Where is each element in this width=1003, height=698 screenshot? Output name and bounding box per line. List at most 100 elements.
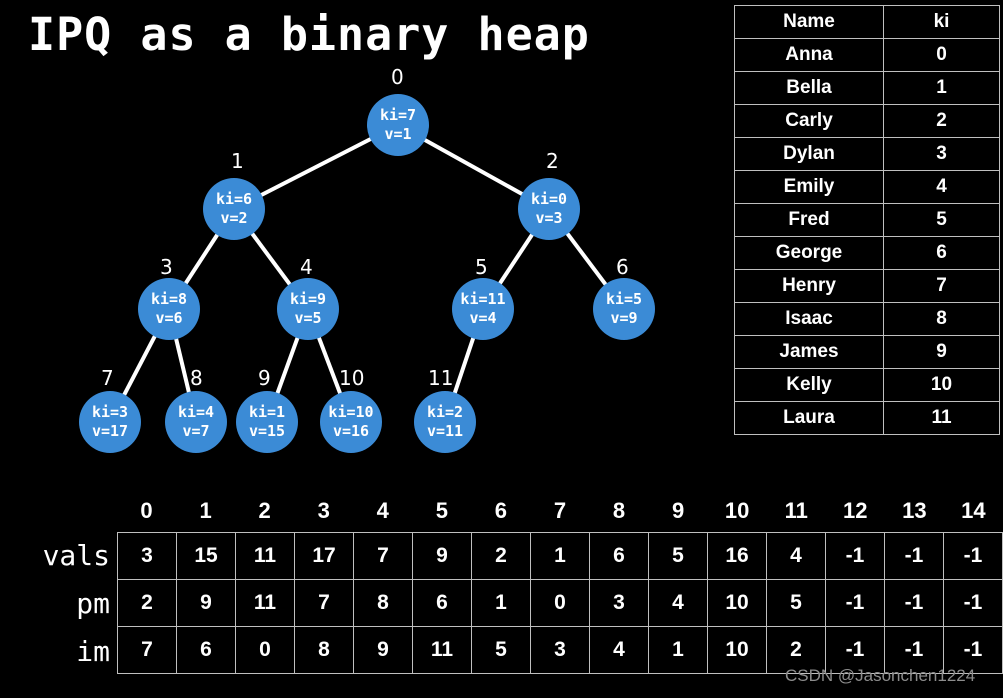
node-index-label: 6 — [616, 255, 629, 279]
tree-edges — [121, 135, 609, 399]
node-value-label: v=16 — [332, 422, 370, 440]
tree-edge — [421, 136, 526, 198]
tree-edge — [173, 335, 192, 396]
array-cell: -1 — [884, 532, 944, 580]
name-cell: Anna — [734, 38, 884, 72]
node-ki-label: ki=4 — [177, 403, 215, 422]
array-cell: -1 — [943, 579, 1003, 627]
ki-cell: 9 — [883, 335, 1000, 369]
array-cell: 5 — [648, 532, 708, 580]
node-ki-label: ki=10 — [328, 403, 374, 422]
array-cell: 16 — [707, 532, 767, 580]
node-ki-label: ki=1 — [248, 403, 286, 422]
name-cell: George — [734, 236, 884, 270]
tree-edge — [316, 334, 343, 397]
array-cell: 1 — [471, 579, 531, 627]
array-cell: -1 — [884, 626, 944, 674]
name-cell: Carly — [734, 104, 884, 138]
node-index-label: 5 — [475, 255, 488, 279]
array-cell: 2 — [117, 579, 177, 627]
array-cell: 7 — [294, 579, 354, 627]
name-cell: Fred — [734, 203, 884, 237]
array-cell: 3 — [530, 626, 590, 674]
tree-edge — [274, 334, 301, 397]
ki-cell: 2 — [883, 104, 1000, 138]
array-cell: 6 — [589, 532, 649, 580]
array-cell: -1 — [884, 579, 944, 627]
name-cell: Dylan — [734, 137, 884, 171]
array-cell: 7 — [353, 532, 413, 580]
array-cell: 5 — [471, 626, 531, 674]
array-cell: -1 — [943, 626, 1003, 674]
node-index-label: 10 — [339, 366, 365, 390]
array-cell: 4 — [648, 579, 708, 627]
array-cell: 9 — [412, 532, 472, 580]
ki-cell: 10 — [883, 368, 1000, 402]
node-ki-label: ki=11 — [460, 290, 506, 309]
node-ki-label: ki=9 — [289, 290, 327, 309]
node-ki-label: ki=3 — [91, 403, 129, 422]
array-index-header: 0 — [140, 498, 153, 523]
array-cell: 3 — [117, 532, 177, 580]
node-index-label: 8 — [190, 366, 203, 390]
ki-cell: 1 — [883, 71, 1000, 105]
node-index-label: 0 — [391, 65, 404, 89]
array-cell: 10 — [707, 579, 767, 627]
node-index-label: 11 — [428, 366, 454, 390]
array-cell: 9 — [353, 626, 413, 674]
array-index-header: 1 — [199, 498, 212, 523]
ki-cell: 5 — [883, 203, 1000, 237]
name-cell: Henry — [734, 269, 884, 303]
ki-cell: 11 — [883, 401, 1000, 435]
array-index-header: 14 — [961, 498, 986, 523]
array-index-header: 4 — [376, 498, 389, 523]
array-cell: -1 — [825, 532, 885, 580]
node-value-label: v=1 — [384, 125, 412, 143]
array-cell: 15 — [176, 532, 236, 580]
node-value-label: v=9 — [610, 309, 638, 327]
array-cell: -1 — [825, 579, 885, 627]
node-value-label: v=5 — [294, 309, 322, 327]
name-cell: Laura — [734, 401, 884, 435]
tree-edge — [249, 230, 293, 288]
node-ki-label: ki=0 — [530, 190, 568, 209]
tree-edge — [564, 230, 609, 288]
ki-cell: 3 — [883, 137, 1000, 171]
array-cell: 1 — [530, 532, 590, 580]
node-value-label: v=6 — [155, 309, 183, 327]
array-index-header: 7 — [553, 498, 567, 523]
array-cell: 3 — [589, 579, 649, 627]
node-index-label: 7 — [101, 366, 114, 390]
array-cell: 4 — [589, 626, 649, 674]
node-value-label: v=11 — [426, 422, 464, 440]
node-index-label: 2 — [546, 149, 559, 173]
node-value-label: v=17 — [91, 422, 129, 440]
array-cell: -1 — [943, 532, 1003, 580]
node-index-label: 1 — [231, 149, 244, 173]
node-value-label: v=7 — [182, 422, 210, 440]
array-cell: 10 — [707, 626, 767, 674]
array-cell: 11 — [412, 626, 472, 674]
node-value-label: v=2 — [220, 209, 248, 227]
name-cell: Bella — [734, 71, 884, 105]
